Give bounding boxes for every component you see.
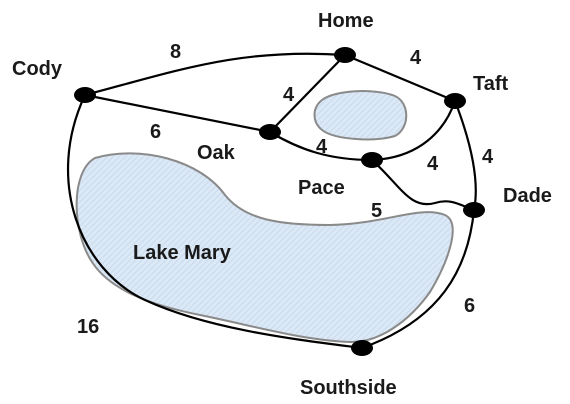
weight-cody-oak: 6 (150, 121, 161, 143)
label-oak: Oak (197, 142, 236, 164)
node-taft (444, 93, 466, 109)
label-lake-mary: Lake Mary (133, 242, 232, 264)
node-dade (463, 202, 485, 218)
node-cody (74, 87, 96, 103)
weight-dade-southside: 6 (464, 295, 475, 317)
node-pace (361, 152, 383, 168)
road-pace-dade (370, 158, 476, 212)
road-cody-home (83, 52, 347, 97)
label-cody: Cody (12, 58, 63, 80)
label-home: Home (318, 10, 374, 32)
weight-pace-taft: 4 (427, 153, 439, 175)
weight-home-taft: 4 (410, 47, 422, 69)
road-oak-pace (268, 130, 374, 162)
road-cody-oak (83, 93, 272, 134)
node-southside (351, 340, 373, 356)
lake-mary (75, 152, 454, 344)
label-dade: Dade (503, 185, 552, 207)
road-dade-southside (360, 208, 476, 350)
weight-cody-home: 8 (170, 41, 181, 63)
node-oak (259, 124, 281, 140)
label-pace: Pace (298, 177, 345, 199)
small-lake (313, 90, 408, 141)
road-home-taft (343, 53, 457, 103)
node-home (334, 47, 356, 63)
road-home-oak (268, 53, 347, 134)
weight-oak-pace: 4 (316, 136, 328, 158)
weight-home-oak: 4 (283, 84, 295, 106)
weight-pace-dade: 5 (371, 200, 382, 222)
road-pace-taft (370, 99, 457, 162)
label-southside: Southside (300, 377, 397, 399)
road-taft-dade (453, 99, 477, 212)
weight-cody-southside: 16 (77, 316, 99, 338)
road-cody-southside (66, 93, 364, 350)
weight-taft-dade: 4 (482, 146, 494, 168)
label-taft: Taft (473, 73, 509, 95)
